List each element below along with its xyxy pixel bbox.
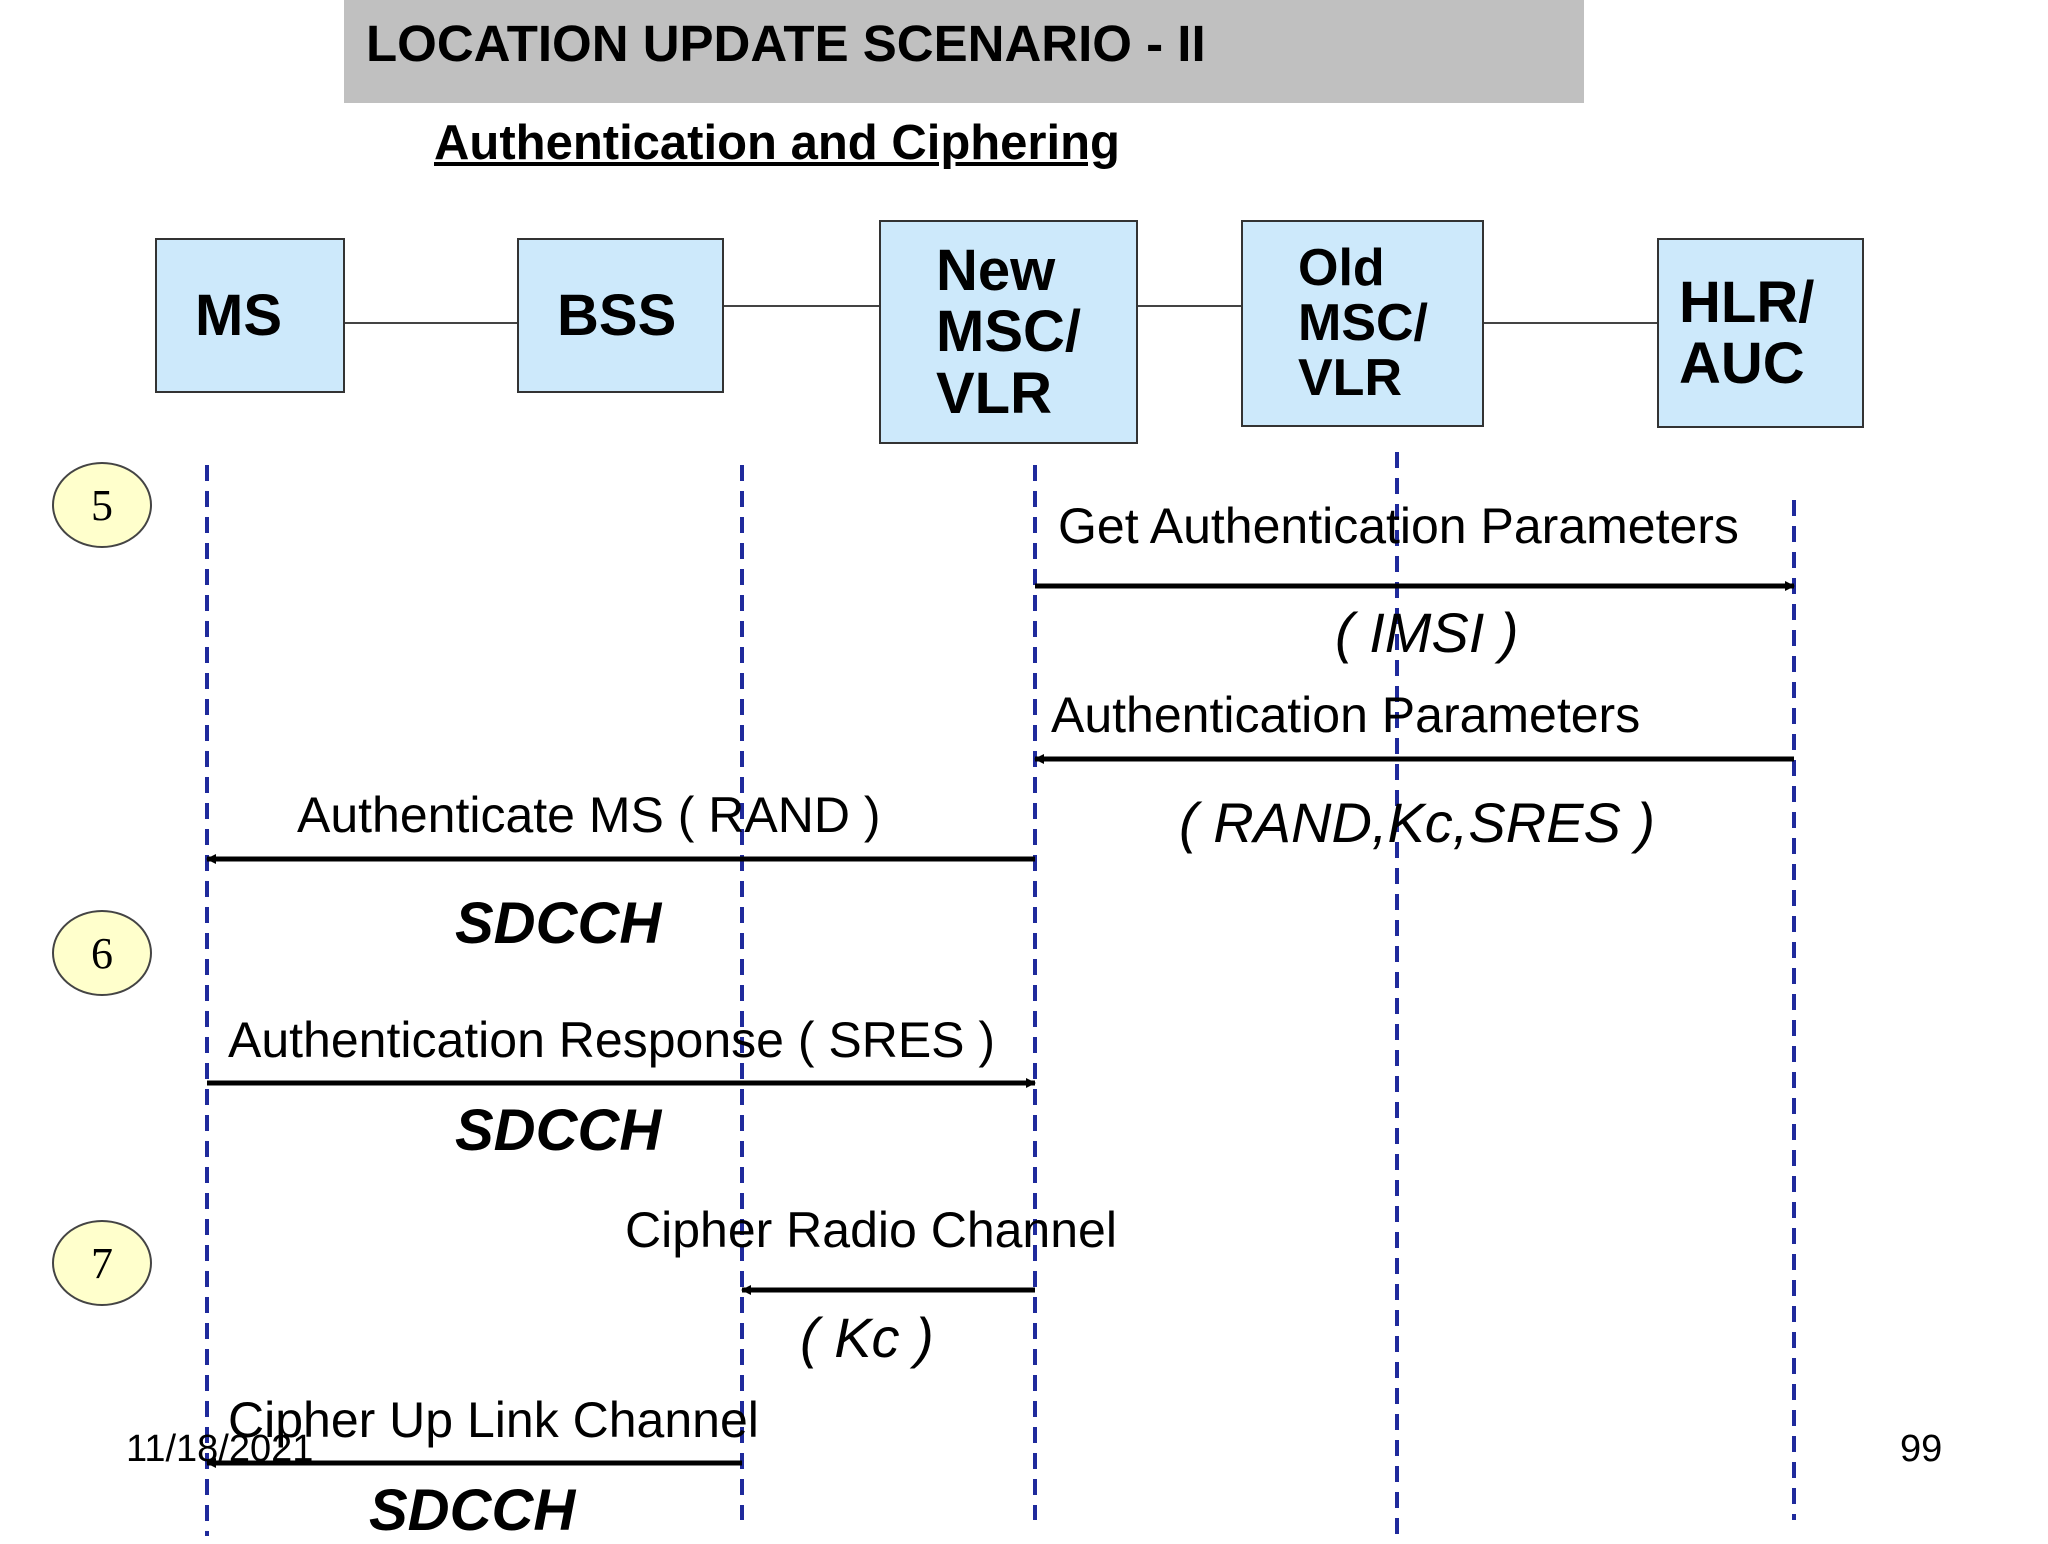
label-auth-params: Authentication Parameters (1051, 687, 1641, 743)
entity-ms: MS (155, 238, 345, 393)
footer-date: 11/18/2021 (126, 1428, 314, 1470)
title-bar (344, 0, 1584, 103)
label-imsi: ( IMSI ) (1335, 601, 1519, 664)
entity-bss: BSS (517, 238, 724, 393)
step-marker-7: 7 (52, 1220, 152, 1306)
label-auth-response: Authentication Response ( SRES ) (228, 1012, 996, 1068)
label-sdcch-2: SDCCH (455, 1098, 662, 1163)
label-rand-kc-sres: ( RAND,Kc,SRES ) (1179, 791, 1656, 854)
label-cipher-uplink: Cipher Up Link Channel (228, 1392, 759, 1448)
label-cipher-radio: Cipher Radio Channel (625, 1202, 1117, 1258)
slide-title: LOCATION UPDATE SCENARIO - II (366, 15, 1206, 72)
label-sdcch-3: SDCCH (369, 1478, 576, 1543)
step-marker-6: 6 (52, 910, 152, 996)
footer-page-number: 99 (1900, 1428, 1943, 1470)
slide-subtitle: Authentication and Ciphering (434, 116, 1120, 170)
entity-new-msc-vlr: New MSC/ VLR (879, 220, 1138, 444)
label-sdcch-1: SDCCH (455, 891, 662, 956)
entity-old-msc-vlr: Old MSC/ VLR (1241, 220, 1484, 427)
label-authenticate-ms: Authenticate MS ( RAND ) (297, 787, 881, 843)
label-kc: ( Kc ) (800, 1306, 934, 1369)
step-marker-5: 5 (52, 462, 152, 548)
label-get-auth-params: Get Authentication Parameters (1058, 498, 1739, 554)
entity-hlr-auc: HLR/ AUC (1657, 238, 1864, 428)
